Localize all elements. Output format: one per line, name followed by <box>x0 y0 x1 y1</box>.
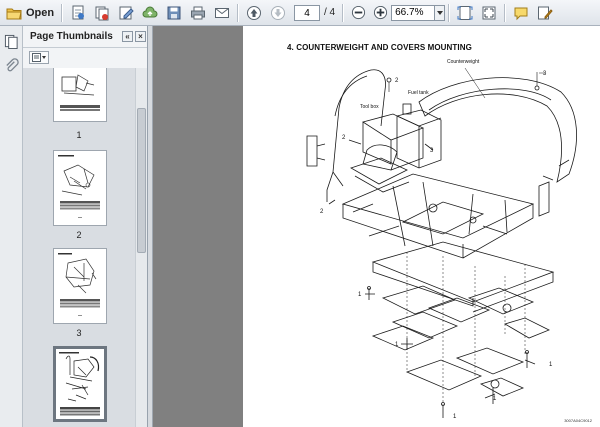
thumbnail-image <box>58 253 100 316</box>
callout-1: 1 <box>549 362 553 368</box>
full-screen-button[interactable] <box>479 3 499 23</box>
thumbnail-scrollbar[interactable] <box>135 68 147 427</box>
page-thumbnail-2[interactable] <box>53 150 107 226</box>
callout-3: 3 <box>430 148 434 154</box>
toolbar-separator <box>504 3 507 22</box>
print-icon <box>191 6 205 19</box>
toolbar-separator <box>237 3 239 22</box>
callout-1: 1 <box>395 342 399 348</box>
page-total: / 4 <box>324 7 336 18</box>
up-arrow-icon <box>247 5 261 20</box>
combine-icon <box>95 6 109 20</box>
plus-icon <box>373 5 387 20</box>
thumbnail-number: 2 <box>76 230 82 240</box>
thumbnail-image <box>59 352 100 416</box>
callout-1: 1 <box>493 396 497 402</box>
zoom-out-button[interactable] <box>349 3 367 23</box>
page-thumbnail-4[interactable] <box>53 346 107 422</box>
open-label: Open <box>25 6 55 19</box>
sign-button[interactable] <box>535 3 555 23</box>
email-icon <box>215 7 229 18</box>
thumbnail-list[interactable]: 1 2 3 <box>23 68 135 427</box>
next-page-button[interactable] <box>268 3 288 23</box>
collapse-panel-button[interactable]: « <box>122 31 133 42</box>
cloud-upload-icon <box>142 6 158 17</box>
thumbnail-image <box>58 155 100 218</box>
page-thumbnail-1[interactable] <box>53 68 107 122</box>
full-screen-icon <box>482 6 496 19</box>
page-number-input[interactable]: 4 <box>294 4 320 21</box>
edit-icon <box>119 6 134 19</box>
comment-button[interactable] <box>511 3 531 23</box>
create-pdf-button[interactable] <box>68 3 88 23</box>
down-arrow-icon <box>271 5 285 20</box>
create-pdf-icon <box>72 5 84 19</box>
print-button[interactable] <box>188 3 208 23</box>
panel-splitter[interactable] <box>148 26 153 427</box>
fit-page-button[interactable] <box>455 3 475 23</box>
edit-button[interactable] <box>116 3 136 23</box>
combine-button[interactable] <box>92 3 112 23</box>
options-button[interactable] <box>29 50 49 64</box>
zoom-level-input[interactable]: 66.7% <box>391 4 436 21</box>
page-thumbnail-3[interactable] <box>53 248 107 324</box>
chevron-down-icon <box>436 10 443 15</box>
save-icon <box>167 6 181 19</box>
callout-2: 2 <box>342 135 346 141</box>
open-button[interactable]: Open <box>4 3 56 23</box>
toolbar-separator <box>448 3 451 22</box>
options-menu-icon <box>31 52 46 62</box>
label-tool-box: Tool box <box>360 104 379 110</box>
label-counterweight: Counterweight <box>447 59 480 65</box>
figure-code: 3007A04C9012 <box>564 418 592 423</box>
main-toolbar: Open <box>0 0 600 26</box>
toolbar-separator <box>61 3 63 22</box>
page-thumbnails-icon[interactable] <box>4 34 19 49</box>
zoom-in-button[interactable] <box>371 3 389 23</box>
upload-button[interactable] <box>140 3 160 23</box>
page-title: 4. COUNTERWEIGHT AND COVERS MOUNTING <box>287 43 472 52</box>
toolbar-separator <box>342 3 345 22</box>
panel-header: Page Thumbnails « × <box>23 26 147 48</box>
exploded-assembly-diagram <box>306 67 577 418</box>
zoom-dropdown-button[interactable] <box>435 4 446 21</box>
navigation-bar <box>0 26 23 427</box>
attachments-icon[interactable] <box>4 58 19 73</box>
callout-1: 1 <box>453 414 457 420</box>
save-button[interactable] <box>164 3 184 23</box>
email-button[interactable] <box>212 3 232 23</box>
callout-1: 1 <box>358 292 362 298</box>
label-fuel-tank: Fuel tank <box>408 90 429 96</box>
close-panel-button[interactable]: × <box>135 31 146 42</box>
fit-page-icon <box>457 5 473 20</box>
callout-3: 3 <box>543 71 547 77</box>
callout-2: 2 <box>395 78 399 84</box>
page-thumbnails-panel: Page Thumbnails « × 1 <box>23 26 148 427</box>
callout-2: 2 <box>320 209 324 215</box>
sign-icon <box>538 6 553 19</box>
previous-page-button[interactable] <box>244 3 264 23</box>
panel-options-row <box>23 48 147 66</box>
minus-icon <box>351 5 365 20</box>
scrollbar-thumb[interactable] <box>137 108 146 253</box>
panel-title: Page Thumbnails <box>30 31 113 42</box>
thumbnail-image <box>60 74 100 111</box>
comment-icon <box>514 7 528 20</box>
document-page: 4. COUNTERWEIGHT AND COVERS MOUNTING Cou… <box>243 26 600 427</box>
thumbnail-number: 3 <box>76 328 82 338</box>
thumbnail-number: 1 <box>76 130 82 140</box>
folder-icon <box>6 8 22 19</box>
